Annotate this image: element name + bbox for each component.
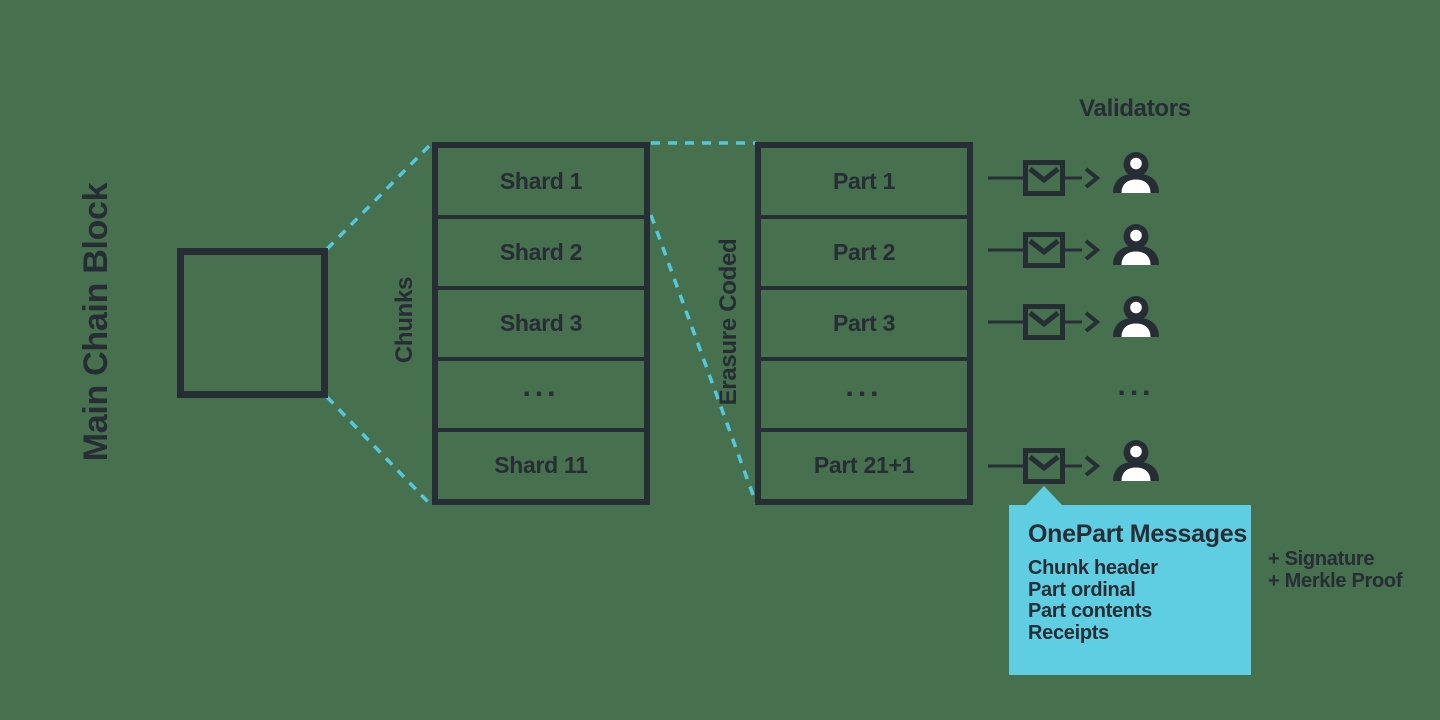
onepart-messages-callout: OnePart Messages Chunk header Part ordin… xyxy=(1009,505,1251,675)
validator-icon xyxy=(1113,152,1159,193)
annotation-line: + Merkle Proof xyxy=(1268,570,1403,592)
chunk-cell: Shard 1 xyxy=(438,148,644,215)
chunk-cell-label: Shard 2 xyxy=(499,239,583,265)
chunk-cell-label: Shard 1 xyxy=(499,168,583,194)
callout-item: Part ordinal xyxy=(1028,578,1136,601)
message-row-3 xyxy=(985,292,1165,352)
chunk-cell-label: Shard 11 xyxy=(494,452,588,478)
arrowhead-icon xyxy=(1084,455,1101,477)
parts-stack: Part 1 Part 2 Part 3 ... Part 21+1 xyxy=(755,142,973,505)
envelope-icon xyxy=(1023,448,1065,484)
signature-annotations: + Signature + Merkle Proof xyxy=(1268,548,1402,592)
chunk-cell: Shard 2 xyxy=(438,215,644,286)
part-cell: Part 21+1 xyxy=(761,428,967,499)
envelope-icon xyxy=(1023,232,1065,268)
validator-icon xyxy=(1113,224,1159,265)
chunk-cell: Shard 11 xyxy=(438,428,644,499)
chunk-cell: Shard 3 xyxy=(438,286,644,357)
validators-title: Validators xyxy=(1079,95,1191,122)
ellipsis-label: ... xyxy=(845,369,883,403)
main-chain-block-square xyxy=(177,248,328,398)
callout-title: OnePart Messages xyxy=(1028,520,1247,548)
dashed-line-chunks-to-parts-bottom xyxy=(649,214,758,504)
part-cell: Part 2 xyxy=(761,215,967,286)
dashed-line-block-to-chunks-top xyxy=(325,140,435,251)
callout-item: Chunk header xyxy=(1028,557,1158,579)
main-chain-block-label: Main Chain Block xyxy=(76,182,115,462)
chunks-label: Chunks xyxy=(391,276,418,364)
part-cell: Part 3 xyxy=(761,286,967,357)
envelope-icon xyxy=(1023,160,1065,196)
message-row-4 xyxy=(985,436,1165,496)
part-cell: Part 1 xyxy=(761,148,967,215)
message-row-1 xyxy=(985,148,1165,208)
ellipsis-label: ... xyxy=(522,369,560,403)
validator-icon xyxy=(1113,440,1159,481)
part-cell-ellipsis: ... xyxy=(761,357,967,428)
dashed-line-block-to-chunks-bottom xyxy=(325,395,432,506)
ellipsis-label: ... xyxy=(1117,369,1155,402)
arrowhead-icon xyxy=(1084,167,1101,189)
erasure-coded-label: Erasure Coded xyxy=(715,238,742,406)
part-cell-label: Part 2 xyxy=(832,239,896,265)
annotation-line: + Signature xyxy=(1268,548,1375,570)
part-cell-label: Part 3 xyxy=(832,310,896,336)
part-cell-label: Part 1 xyxy=(832,168,896,194)
chunks-stack: Shard 1 Shard 2 Shard 3 ... Shard 11 xyxy=(432,142,650,505)
validators-ellipsis: ... xyxy=(1104,369,1168,414)
arrowhead-icon xyxy=(1084,239,1101,261)
chunk-cell-label: Shard 3 xyxy=(499,310,583,336)
callout-item: Receipts xyxy=(1028,621,1109,644)
envelope-icon xyxy=(1023,304,1065,340)
callout-pointer-icon xyxy=(1026,486,1062,505)
callout-item: Part contents xyxy=(1028,600,1152,622)
arrowhead-icon xyxy=(1084,311,1101,333)
part-cell-label: Part 21+1 xyxy=(813,452,915,478)
chunk-cell-ellipsis: ... xyxy=(438,357,644,428)
message-row-2 xyxy=(985,220,1165,280)
validator-icon xyxy=(1113,296,1159,337)
